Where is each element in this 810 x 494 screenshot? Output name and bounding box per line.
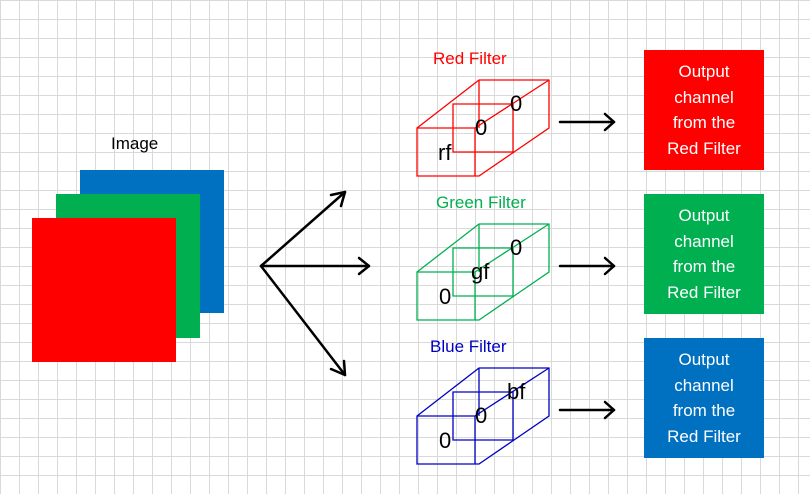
image-red-layer	[32, 218, 176, 362]
green-cube-back-label: 0	[510, 235, 522, 260]
red-cube-front-label: rf	[438, 140, 452, 165]
arrow-mid-head	[357, 256, 371, 276]
arrow-down-line	[259, 264, 347, 377]
red-filter-cube: rf 0 0	[416, 79, 550, 177]
red-output-box: Output channel from the Red Filter	[644, 50, 764, 170]
output-arrow-1-head	[603, 112, 616, 132]
green-filter-cube: 0 gf 0	[416, 223, 550, 321]
green-cube-middle-label: gf	[471, 259, 490, 284]
split-arrows	[259, 190, 371, 377]
image-label: Image	[111, 134, 159, 153]
red-cube-back-label: 0	[510, 91, 522, 116]
arrow-up-head	[329, 190, 347, 208]
red-filter-title: Red Filter	[433, 49, 507, 68]
green-cube-front-label: 0	[439, 284, 451, 309]
output-arrow-3-head	[603, 400, 616, 420]
blue-output-box: Output channel from the Red Filter	[644, 338, 764, 458]
blue-filter-title: Blue Filter	[430, 337, 507, 356]
green-output-box: Output channel from the Red Filter	[644, 194, 764, 314]
output-arrow-2-head	[603, 256, 616, 276]
output-arrows	[558, 112, 616, 420]
blue-cube-front-label: 0	[439, 428, 451, 453]
blue-cube-back-label: bf	[507, 379, 526, 404]
arrow-up-line	[259, 190, 347, 268]
green-filter-title: Green Filter	[436, 193, 526, 212]
blue-cube-middle-label: 0	[475, 403, 487, 428]
arrow-down-head	[329, 359, 347, 377]
red-cube-middle-label: 0	[475, 115, 487, 140]
blue-filter-cube: 0 0 bf	[416, 367, 550, 465]
